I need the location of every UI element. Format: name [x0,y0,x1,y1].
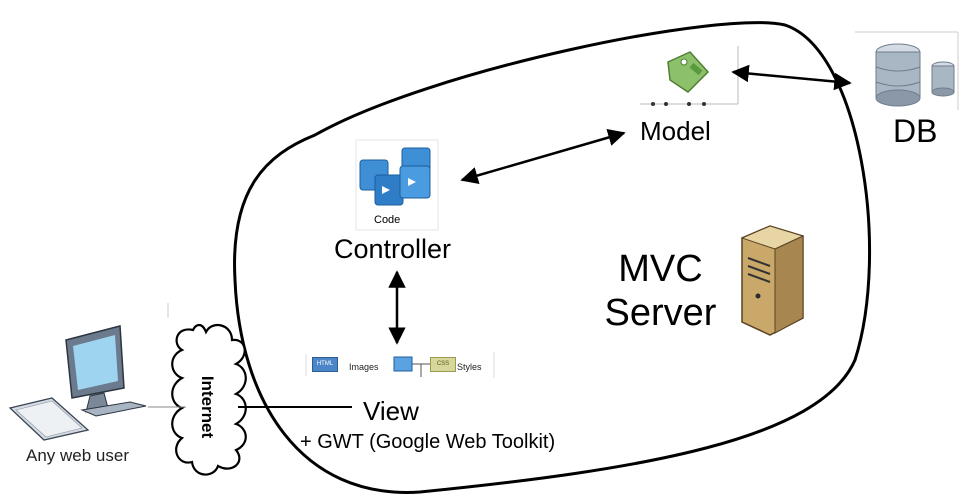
any-web-user-label: Any web user [26,446,129,465]
mvc-label-line1: MVC [618,248,703,290]
db-label: DB [893,113,938,149]
gwt-label: + GWT (Google Web Toolkit) [300,431,556,453]
model-db-arrow [731,64,852,91]
database-icon [855,31,959,110]
mvc-server-label: MVC Server [598,250,723,332]
server-tower-icon [740,225,805,336]
internet-label: Internet [198,375,217,439]
model-tag-icon [640,46,739,106]
css-tag: CSS [430,357,456,372]
html-tag: HTML [312,357,338,372]
controller-label: Controller [334,234,452,264]
computer-monitor-icon [65,325,147,417]
internet-cloud-icon [171,323,247,476]
view-resources-strip [305,352,495,378]
code-files-icon [355,139,439,231]
styles-label: Styles [457,362,482,372]
code-caption: Code [374,214,401,226]
keyboard-icon [8,397,90,441]
mvc-label-line2: Server [604,292,717,334]
mvc-server-boundary [233,21,871,494]
view-label: View [363,396,419,426]
controller-model-arrow [460,128,626,185]
images-label: Images [349,362,379,372]
model-label: Model [640,116,711,146]
